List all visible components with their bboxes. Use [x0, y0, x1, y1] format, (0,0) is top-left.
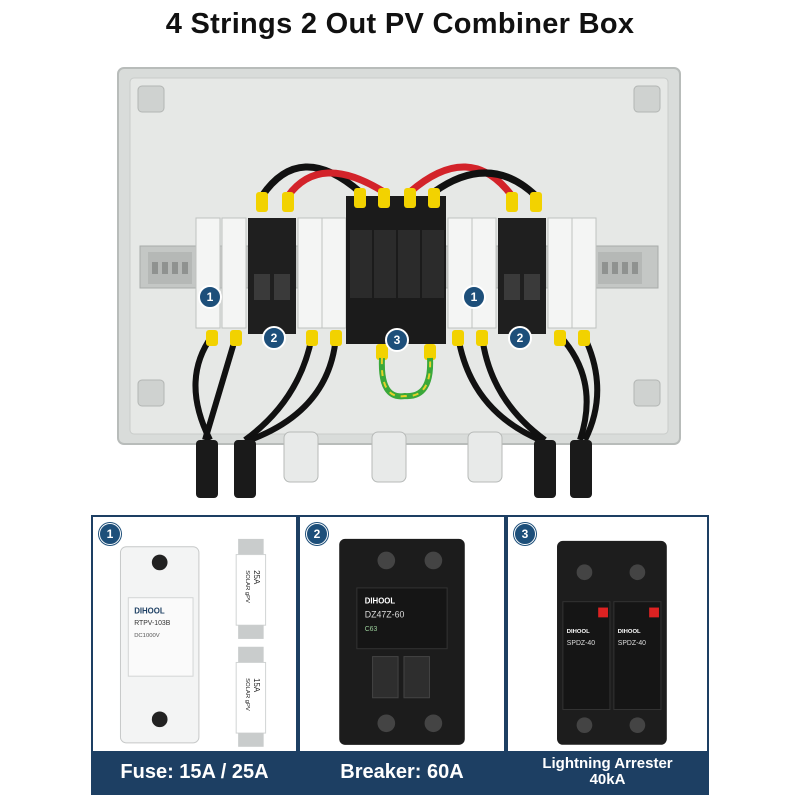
- svg-text:25A: 25A: [252, 570, 261, 585]
- panel-caption: Lightning Arrester 40kA: [508, 751, 707, 793]
- svg-text:SOLAR gPV: SOLAR gPV: [244, 570, 250, 603]
- arrester-panel: DIHOOL SPDZ-40 DIHOOL SPDZ-40 3 Lightnin…: [506, 515, 709, 795]
- svg-text:SOLAR gPV: SOLAR gPV: [244, 678, 250, 711]
- fuse-panel: DIHOOL RTPV-103B DC1000V 25A SOLAR gPV 1…: [91, 515, 298, 795]
- svg-text:DIHOOL: DIHOOL: [365, 597, 396, 606]
- page-title: 4 Strings 2 Out PV Combiner Box: [165, 8, 635, 40]
- mc4-connector: [196, 440, 218, 498]
- svg-text:DIHOOL: DIHOOL: [618, 629, 641, 635]
- fuse-holder-image: DIHOOL RTPV-103B DC1000V 25A SOLAR gPV 1…: [119, 538, 267, 747]
- callout-fuse-right: 1: [462, 285, 486, 309]
- svg-text:DZ47Z-60: DZ47Z-60: [365, 609, 405, 619]
- svg-text:DIHOOL: DIHOOL: [567, 629, 590, 635]
- panel-number: 2: [306, 523, 328, 545]
- svg-text:DC1000V: DC1000V: [134, 633, 160, 639]
- callout-arrester: 3: [385, 328, 409, 352]
- svg-text:RTPV-103B: RTPV-103B: [134, 620, 171, 627]
- callout-breaker-left: 2: [262, 326, 286, 350]
- svg-text:15A: 15A: [252, 678, 261, 693]
- combiner-box-photo: [117, 67, 681, 498]
- callout-fuse-left: 1: [198, 285, 222, 309]
- fuse-holder: [195, 217, 221, 329]
- breaker-panel: DIHOOL DZ47Z-60 C63 2 Breaker: 60A: [298, 515, 506, 795]
- brand-label: DIHOOL: [134, 606, 165, 615]
- panel-number: 1: [99, 523, 121, 545]
- panel-number: 3: [514, 523, 536, 545]
- panel-caption: Breaker: 60A: [300, 751, 504, 793]
- callout-breaker-right: 2: [508, 326, 532, 350]
- arrester-image: DIHOOL SPDZ-40 DIHOOL SPDZ-40: [557, 540, 667, 745]
- svg-text:SPDZ-40: SPDZ-40: [618, 640, 646, 647]
- panel-caption: Fuse: 15A / 25A: [93, 751, 296, 793]
- cable-gland: [283, 431, 319, 483]
- breaker-image: DIHOOL DZ47Z-60 C63: [339, 538, 465, 745]
- svg-text:C63: C63: [365, 626, 378, 633]
- svg-text:SPDZ-40: SPDZ-40: [567, 640, 595, 647]
